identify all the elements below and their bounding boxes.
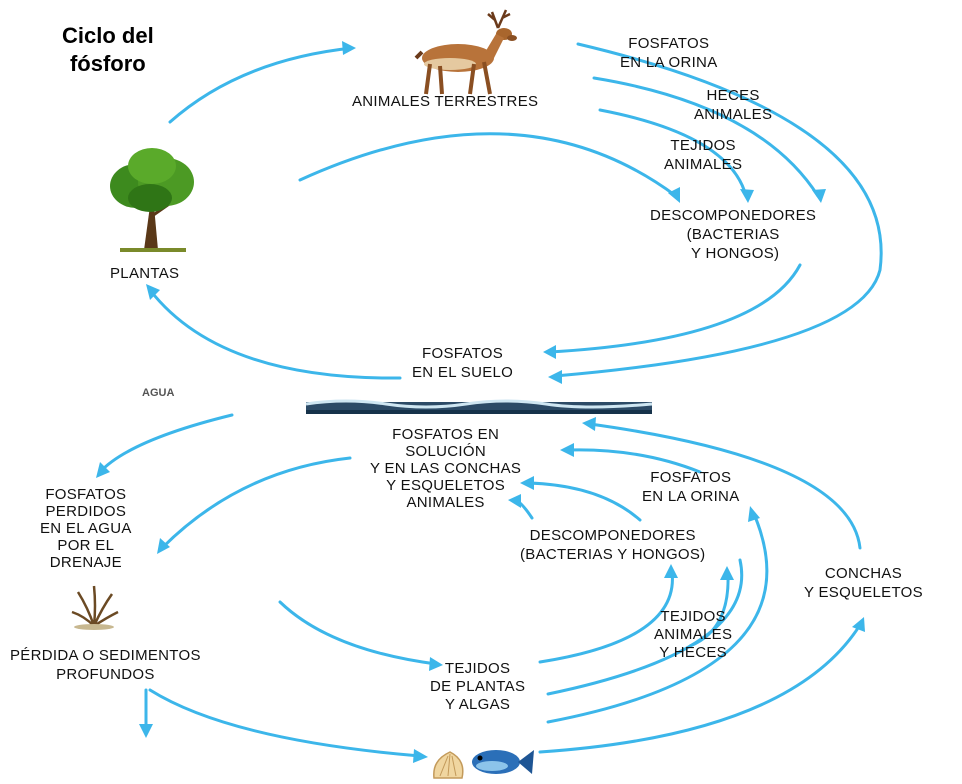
label-heces-animales: HECES ANIMALES [694, 87, 773, 123]
label-fosfatos-suelo: FOSFATOS EN EL SUELO [412, 345, 514, 381]
arrow-decomposers-to-soil [548, 263, 802, 354]
arrowhead [582, 417, 596, 431]
label-agua: AGUA [142, 387, 175, 399]
arrowhead [668, 187, 680, 203]
tree-icon [110, 148, 194, 252]
arrowhead [429, 657, 443, 671]
arrow-solution-to-lost [160, 456, 352, 550]
arrowhead [96, 462, 110, 478]
arrow-heces-to-decomposers [592, 76, 820, 198]
diagram-title: Ciclo del fósforo [62, 22, 154, 78]
label-descomponedores-bottom: DESCOMPONEDORES (BACTERIAS Y HONGOS) [520, 527, 706, 563]
arrow-fish-to-shells [538, 623, 862, 754]
arrow-plant-tissue-up [546, 558, 744, 696]
arrowhead [740, 189, 754, 203]
arrow-fish-to-orina [546, 512, 769, 724]
arrow-animals-to-decomposers [598, 108, 748, 198]
label-fosfatos-orina-bottom: FOSFATOS EN LA ORINA [642, 469, 740, 505]
arrowhead [812, 189, 826, 203]
arrow-plants-to-animals [168, 46, 354, 124]
seaweed-icon [71, 585, 119, 630]
arrowhead [560, 443, 574, 457]
arrowhead [146, 284, 160, 300]
label-descomponedores-top: DESCOMPONEDORES (BACTERIAS Y HONGOS) [650, 207, 817, 262]
label-fosfatos-solucion: FOSFATOS EN SOLUCIÓN Y EN LAS CONCHAS Y … [370, 426, 522, 511]
arrow-orina-to-solution [526, 481, 642, 522]
label-tejidos-animales-heces: TEJIDOS ANIMALES Y HECES [654, 608, 733, 661]
arrowhead [548, 370, 562, 384]
label-fosfatos-orina-top: FOSFATOS EN LA ORINA [620, 35, 718, 71]
arrowhead [520, 476, 534, 490]
arrowhead [852, 617, 865, 632]
arrow-loss-to-fish [148, 688, 422, 758]
arrow-plants-to-decomposers [298, 132, 678, 198]
arrowhead [720, 566, 734, 580]
deer-icon [414, 9, 517, 95]
water-surface-icon [306, 399, 652, 414]
label-tejidos-plantas: TEJIDOS DE PLANTAS Y ALGAS [430, 660, 526, 713]
label-fosfatos-perdidos: FOSFATOS PERDIDOS EN EL AGUA POR EL DREN… [40, 486, 132, 571]
arrowhead [157, 538, 170, 554]
arrowhead [139, 724, 153, 738]
label-perdida: PÉRDIDA O SEDIMENTOS PROFUNDOS [10, 647, 201, 683]
label-plantas: PLANTAS [110, 265, 180, 282]
label-animales-terrestres: ANIMALES TERRESTRES [352, 93, 539, 110]
arrowhead [543, 345, 556, 359]
arrow-water-to-lost [98, 413, 234, 474]
label-conchas: CONCHAS Y ESQUELETOS [804, 565, 923, 601]
arrow-right-to-solution [566, 448, 702, 474]
shell-fish-icon [433, 750, 534, 779]
arrowhead [342, 41, 356, 55]
arrowhead [508, 494, 521, 508]
arrowhead [413, 749, 428, 763]
title-line-1: Ciclo del [62, 23, 154, 48]
arrow-to-plant-tissue [278, 600, 438, 666]
arrowhead [748, 506, 760, 522]
arrow-orina-to-soil [553, 42, 883, 378]
arrowhead [664, 564, 678, 578]
arrow-soil-to-plants [148, 288, 402, 380]
label-tejidos-animales: TEJIDOS ANIMALES [664, 137, 743, 173]
arrow-shells-to-solution [588, 422, 862, 550]
title-line-2: fósforo [69, 51, 146, 76]
arrow-plant-tissue-to-decomposers [538, 570, 674, 664]
